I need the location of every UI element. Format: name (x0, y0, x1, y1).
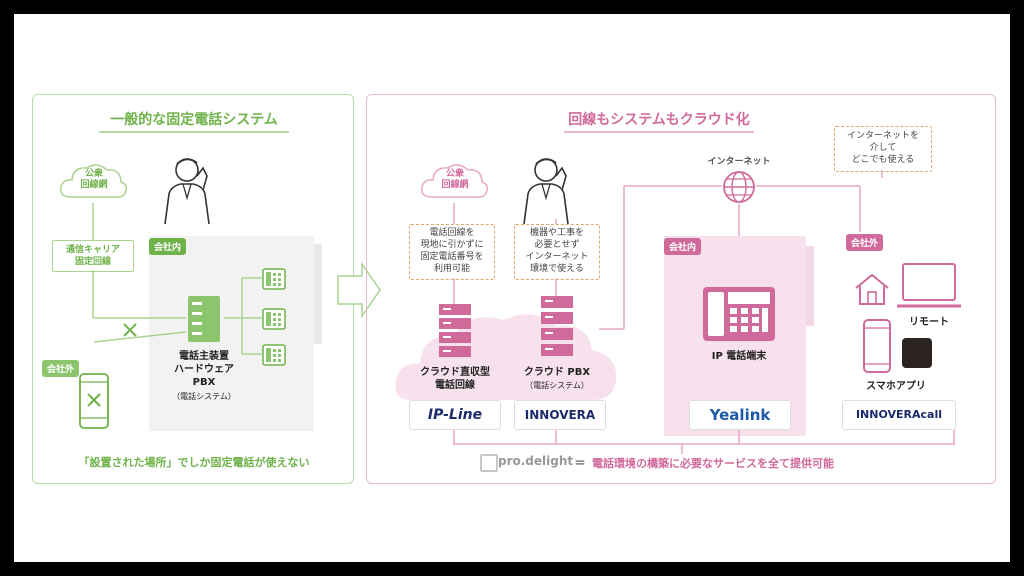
right-panel (366, 94, 996, 484)
left-title: 一般的な固定電話システム (110, 112, 278, 128)
laptop-icon (897, 263, 961, 308)
callout-internet-text: インターネットを 介して どこでも使える (846, 131, 919, 165)
callout-internet: インターネットを 介して どこでも使える (834, 126, 932, 172)
callout-cloud-system: 機器や工事を 必要とせず インターネット 環境で使える (514, 224, 600, 280)
footer-equals: ＝ (574, 456, 587, 470)
right-title: 回線もシステムもクラウド化 (568, 112, 750, 128)
internet-label: インターネット (707, 157, 771, 167)
right-footer: 電話環境の構築に必要なサービスを全て提供可能 (592, 457, 834, 470)
left-pbx-sub: （電話システム） (172, 392, 236, 401)
left-out-office-tag: 会社外 (42, 360, 80, 377)
left-footer: 「設置された場所」でしか固定電話が使えない (78, 456, 310, 469)
ip-phone-icon (703, 287, 775, 341)
smartphone-disabled-icon (79, 373, 109, 429)
app-icon (902, 338, 932, 368)
innovera-logo-text: INNOVERA (524, 408, 596, 422)
yealink-logo: Yealink (689, 400, 791, 430)
left-title-underline (99, 131, 289, 133)
server-icon (439, 304, 471, 357)
desk-phone-icon (262, 344, 286, 366)
ip-phone-label: IP 電話端末 (711, 351, 767, 362)
prodelight-logo-icon (480, 454, 498, 472)
house-icon (855, 273, 889, 305)
right-office-shadow (806, 246, 814, 326)
globe-icon (723, 171, 755, 203)
left-office-shadow (314, 244, 322, 344)
right-out-office-tag: 会社外 (846, 234, 884, 251)
innovera-call-logo-text: INNOVERAcall (855, 408, 943, 421)
diagram-canvas: 一般的な固定電話システム 会社内 公衆 回線網 通信キャリア 固定回線 (14, 14, 1010, 562)
person-on-phone-icon (523, 158, 569, 224)
desk-phone-icon (262, 268, 286, 290)
smartphone-app-label: スマホアプリ (866, 381, 926, 392)
right-public-network: 公衆 回線網 (441, 169, 469, 190)
right-title-underline (564, 131, 754, 133)
ipline-logo-text: IP-Line (427, 407, 483, 423)
footer-brand: pro.delight (498, 454, 574, 468)
left-public-network: 公衆 回線網 (80, 169, 108, 190)
left-carrier-box: 通信キャリア 固定回線 (52, 240, 134, 272)
right-cloud-icon (420, 164, 489, 198)
cloud-pbx-sub: （電話システム） (525, 381, 589, 390)
callout-cloud-system-text: 機器や工事を 必要とせず インターネット 環境で使える (525, 228, 589, 274)
smartphone-icon (863, 319, 891, 373)
left-cloud-icon (59, 164, 128, 198)
left-connections (92, 203, 381, 355)
pbx-hardware-icon (188, 296, 220, 342)
server-icon (541, 296, 573, 356)
callout-cloud-line: 電話回線を 現地に引かずに 固定電話番号を 利用可能 (409, 224, 495, 280)
left-carrier-label: 通信キャリア 固定回線 (65, 245, 120, 267)
cloud-line-label: クラウド直収型 電話回線 (420, 367, 490, 391)
remote-label: リモート (909, 317, 949, 328)
right-connections (453, 170, 955, 454)
callout-cloud-line-text: 電話回線を 現地に引かずに 固定電話番号を 利用可能 (420, 228, 484, 274)
right-in-office-tag: 会社内 (664, 238, 702, 255)
ipline-logo: IP-Line (409, 400, 501, 430)
person-on-phone-icon (164, 158, 210, 224)
innovera-logo: INNOVERA (514, 400, 606, 430)
desk-phone-icon (262, 308, 286, 330)
left-in-office-tag: 会社内 (149, 238, 187, 255)
left-pbx-label: 電話主装置 ハードウェア PBX (174, 351, 234, 388)
cloud-pbx-label: クラウド PBX (523, 367, 591, 378)
innovera-call-logo: INNOVERAcall (842, 400, 956, 430)
yealink-logo-text: Yealink (709, 406, 771, 424)
